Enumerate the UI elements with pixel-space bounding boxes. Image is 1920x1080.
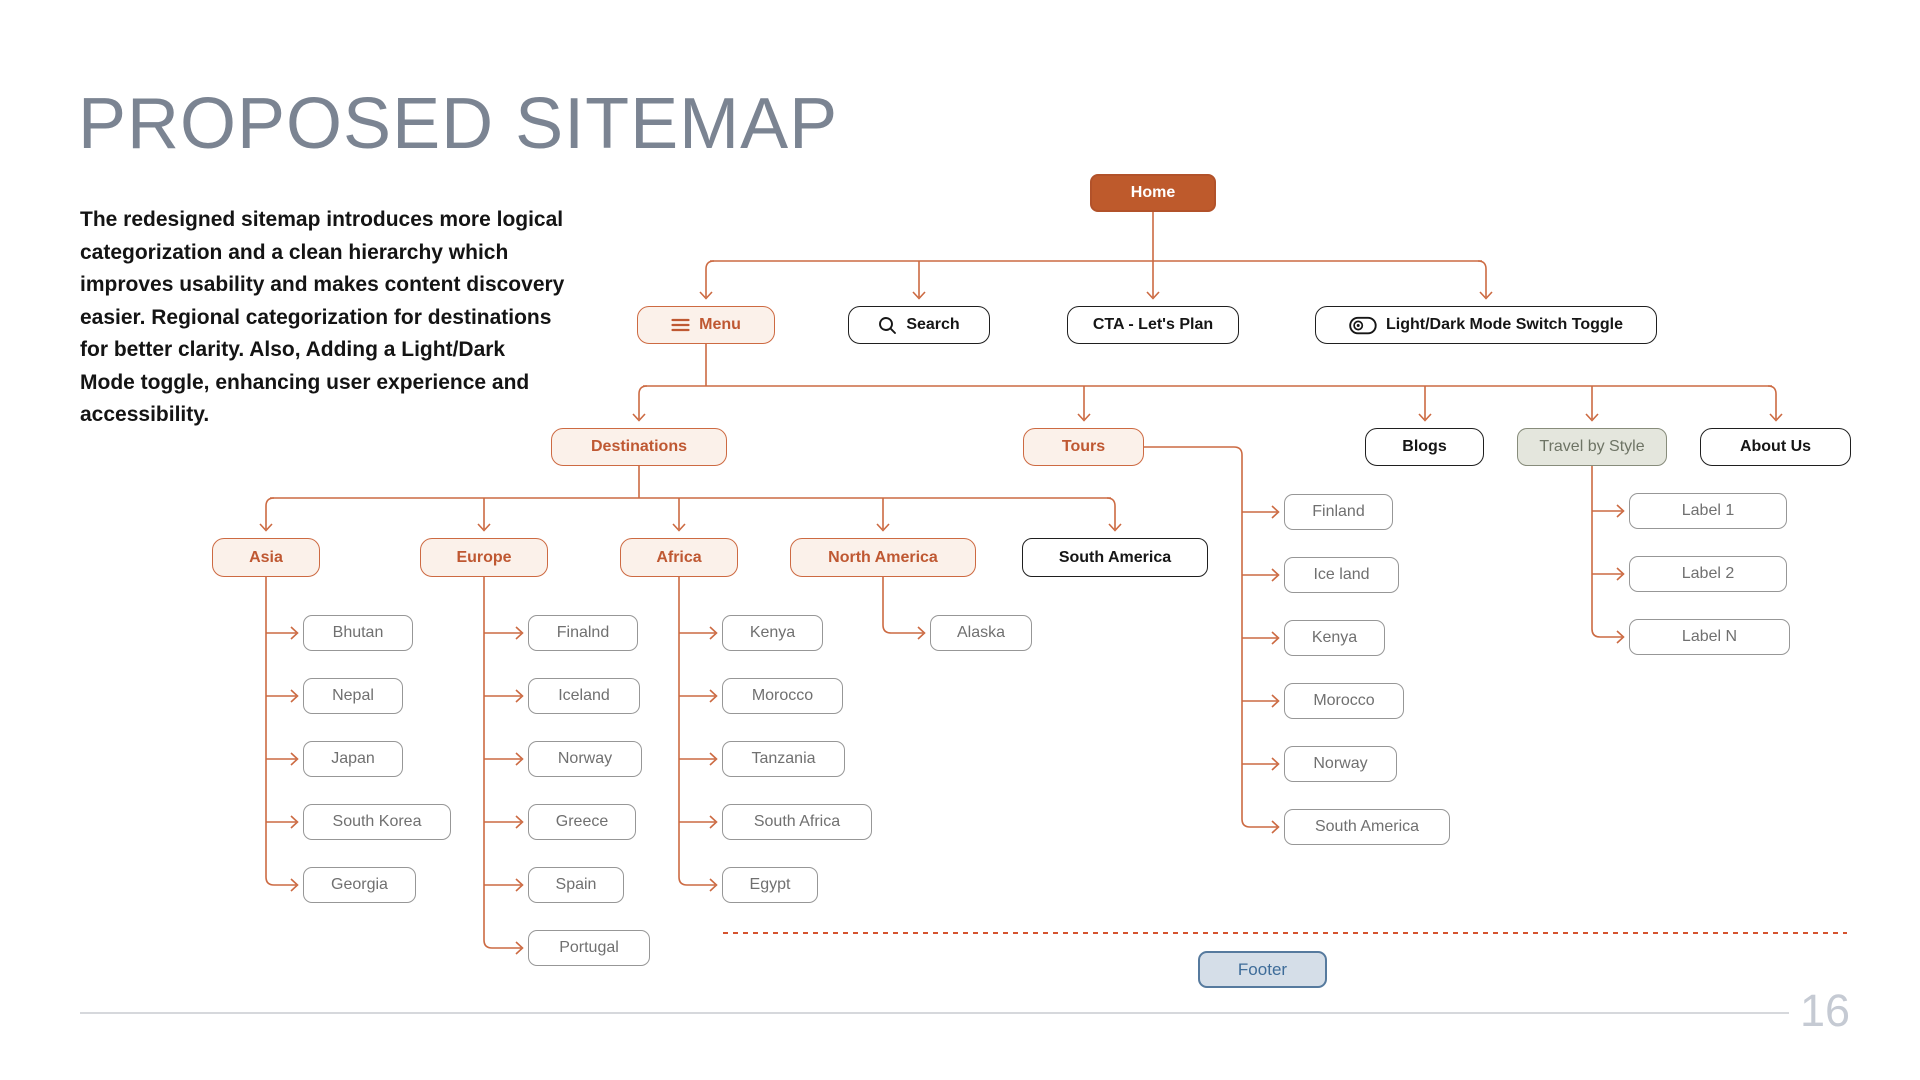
node-iceland: Iceland	[528, 678, 640, 714]
node-light-dark-toggle: Light/Dark Mode Switch Toggle	[1315, 306, 1657, 344]
node-travel-by-style: Travel by Style	[1517, 428, 1667, 466]
node-europe: Europe	[420, 538, 548, 577]
node-label: Japan	[331, 750, 375, 767]
node-footer: Footer	[1198, 951, 1327, 988]
node-tours-ice-land: Ice land	[1284, 557, 1399, 593]
node-label: Greece	[555, 813, 609, 830]
node-label: Footer	[1237, 959, 1288, 979]
node-label: Blogs	[1402, 438, 1447, 455]
magnifier-icon	[878, 316, 897, 335]
node-label: Travel by Style	[1539, 438, 1645, 455]
node-label: Morocco	[1313, 692, 1375, 709]
node-tours-morocco: Morocco	[1284, 683, 1404, 719]
node-about-us: About Us	[1700, 428, 1851, 466]
node-label: Destinations	[590, 438, 687, 455]
node-label: Menu	[699, 316, 741, 333]
node-label: Morocco	[751, 687, 814, 704]
node-south-africa: South Africa	[722, 804, 872, 840]
node-blogs: Blogs	[1365, 428, 1484, 466]
toggle-icon	[1349, 316, 1377, 335]
page-title: PROPOSED SITEMAP	[78, 84, 839, 164]
node-search: Search	[848, 306, 990, 344]
node-tours-kenya: Kenya	[1284, 620, 1385, 656]
node-destinations: Destinations	[551, 428, 727, 466]
node-morocco: Morocco	[722, 678, 843, 714]
description-line: Mode toggle, enhancing user experience a…	[80, 370, 530, 394]
node-label: Light/Dark Mode Switch Toggle	[1385, 316, 1624, 333]
node-africa: Africa	[620, 538, 738, 577]
node-norway: Norway	[528, 741, 642, 777]
node-tanzania: Tanzania	[722, 741, 845, 777]
node-kenya: Kenya	[722, 615, 823, 651]
node-label: South America	[1058, 548, 1172, 566]
description-line: categorization and a clean hierarchy whi…	[80, 240, 509, 264]
node-label: Egypt	[749, 876, 791, 893]
node-label: South Africa	[753, 813, 841, 830]
hamburger-icon	[671, 318, 690, 332]
node-label: Label N	[1681, 628, 1738, 645]
node-label: Georgia	[331, 876, 388, 893]
node-label: Bhutan	[332, 624, 384, 641]
description-line: improves usability and makes content dis…	[80, 273, 565, 296]
node-label: About Us	[1739, 438, 1812, 455]
node-label: Alaska	[956, 624, 1006, 641]
node-japan: Japan	[303, 741, 403, 777]
node-label: Africa	[656, 548, 702, 566]
node-label: Finland	[1312, 503, 1365, 520]
node-label: Iceland	[558, 687, 610, 704]
node-north-america: North America	[790, 538, 976, 577]
node-label: South Korea	[332, 813, 422, 830]
node-label-2: Label 2	[1629, 556, 1787, 592]
node-label: Home	[1130, 184, 1176, 201]
node-label: Ice land	[1313, 566, 1370, 583]
node-label: Europe	[456, 548, 512, 566]
node-tours-finland: Finland	[1284, 494, 1393, 530]
node-label: Portugal	[559, 939, 619, 956]
node-label: Norway	[1313, 755, 1368, 772]
node-label: Finalnd	[556, 624, 610, 641]
description-line: The redesigned sitemap introduces more l…	[80, 208, 564, 231]
description-line: easier. Regional categorization for dest…	[80, 305, 552, 329]
node-georgia: Georgia	[303, 867, 416, 903]
description-line: for better clarity. Also, Adding a Light…	[80, 338, 506, 361]
node-tours-south-america: South America	[1284, 809, 1450, 845]
node-label: Label 1	[1681, 502, 1735, 519]
node-spain: Spain	[528, 867, 624, 903]
node-label: Tanzania	[751, 750, 816, 767]
slide-description: The redesigned sitemap introduces more l…	[80, 204, 640, 432]
description-line: accessibility.	[80, 403, 210, 426]
node-alaska: Alaska	[930, 615, 1032, 651]
node-label-n: Label N	[1629, 619, 1790, 655]
node-finalnd: Finalnd	[528, 615, 638, 651]
node-portugal: Portugal	[528, 930, 650, 966]
node-label: Kenya	[749, 624, 796, 641]
node-label: Kenya	[1311, 629, 1358, 646]
node-label: South America	[1314, 818, 1420, 835]
node-label-1: Label 1	[1629, 493, 1787, 529]
node-nepal: Nepal	[303, 678, 403, 714]
node-cta-lets-plan: CTA - Let's Plan	[1067, 306, 1239, 344]
node-label: North America	[828, 548, 938, 566]
node-south-korea: South Korea	[303, 804, 451, 840]
node-label: Asia	[249, 548, 283, 566]
page-number: 16	[1800, 985, 1851, 1036]
node-bhutan: Bhutan	[303, 615, 413, 651]
node-greece: Greece	[528, 804, 636, 840]
node-egypt: Egypt	[722, 867, 818, 903]
node-home: Home	[1090, 174, 1216, 212]
node-label: Norway	[557, 750, 613, 767]
node-tours: Tours	[1023, 428, 1144, 466]
node-label: Nepal	[332, 687, 374, 704]
node-south-america: South America	[1022, 538, 1208, 577]
node-label: Label 2	[1681, 565, 1735, 582]
node-label: Search	[906, 316, 960, 333]
node-label: Spain	[555, 876, 597, 893]
node-asia: Asia	[212, 538, 320, 577]
node-tours-norway: Norway	[1284, 746, 1397, 782]
node-label: Tours	[1061, 438, 1106, 455]
node-label: CTA - Let's Plan	[1092, 316, 1214, 333]
node-menu: Menu	[637, 306, 775, 344]
